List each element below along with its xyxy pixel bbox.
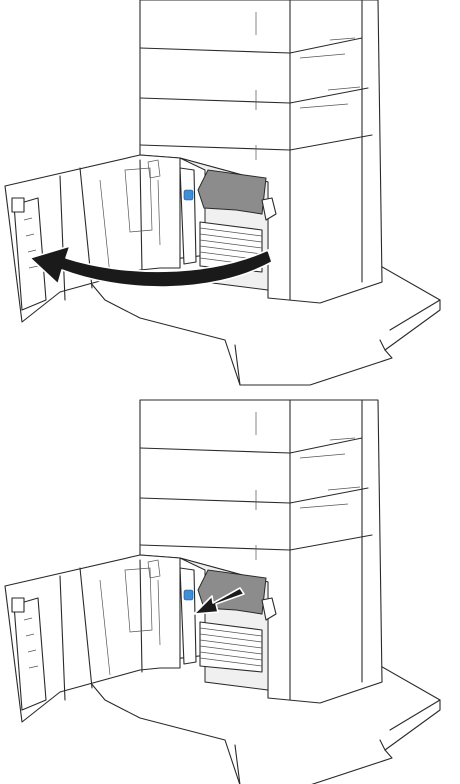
panel-2 xyxy=(5,400,440,784)
panel-1 xyxy=(5,0,440,385)
